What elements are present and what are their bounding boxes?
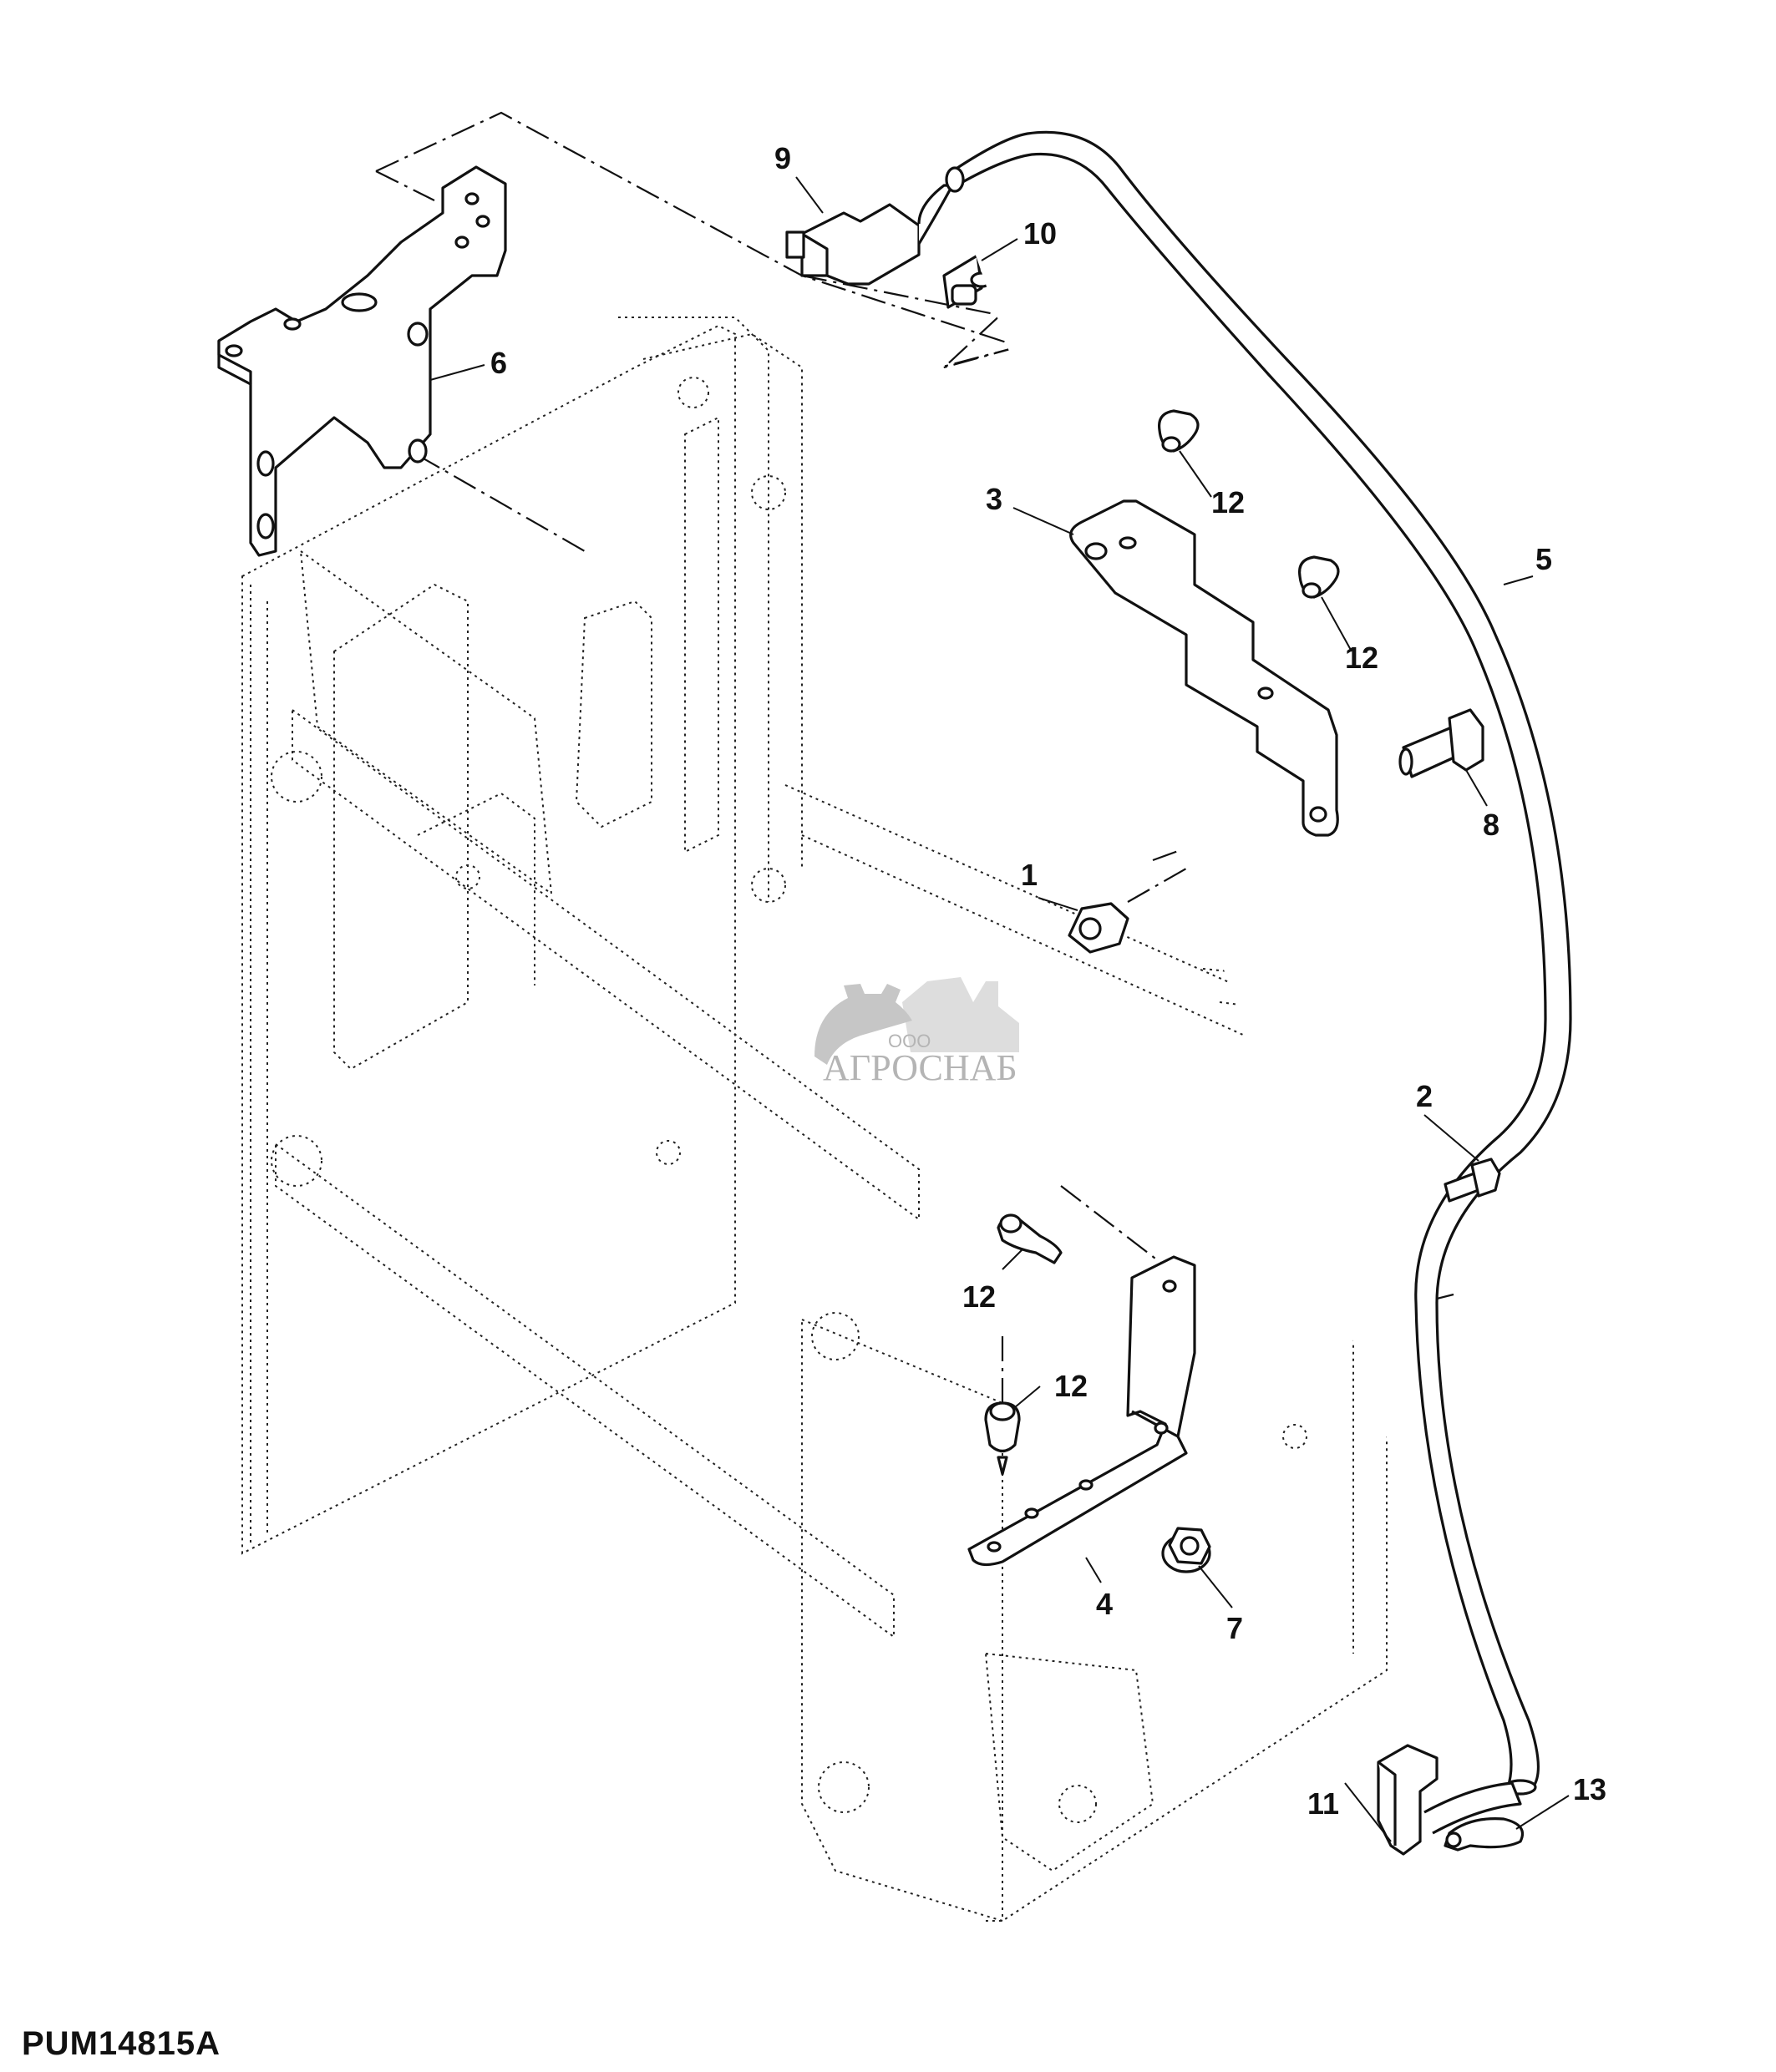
callout-7: 7 [1226, 1611, 1243, 1645]
callout-4: 4 [1096, 1587, 1113, 1621]
callout-11: 11 [1307, 1786, 1339, 1821]
callout-13: 13 [1573, 1772, 1606, 1806]
leader-lines [429, 176, 1570, 1842]
part-8-bolt[interactable] [1398, 708, 1484, 778]
watermark-logo: ООО АГРОСНАБ [814, 977, 1019, 1088]
callout-12d: 12 [1054, 1369, 1088, 1403]
callout-5: 5 [1535, 542, 1552, 576]
part-5-wiring-harness[interactable] [945, 130, 1572, 1796]
part-2-cap-screw[interactable] [1444, 1158, 1501, 1203]
part-12d-harness-clip[interactable] [984, 1401, 1021, 1476]
part-11-connector-lower[interactable] [1377, 1744, 1522, 1856]
part-12a-harness-clip[interactable] [1158, 409, 1200, 453]
part-6-mounting-plate[interactable] [217, 165, 507, 557]
watermark-prefix: ООО [888, 1031, 931, 1051]
part-13-cable-clamp[interactable] [1444, 1817, 1525, 1852]
callout-3: 3 [986, 482, 1002, 516]
callout-8: 8 [1483, 808, 1499, 842]
callout-9: 9 [774, 141, 791, 175]
watermark-name: АГРОСНАБ [823, 1047, 1017, 1088]
part-4-bracket-lower[interactable] [967, 1255, 1196, 1567]
callout-10: 10 [1023, 216, 1057, 251]
part-9-connector[interactable] [785, 184, 954, 286]
callout-12c: 12 [962, 1279, 996, 1314]
part-12b-harness-clip[interactable] [1298, 555, 1340, 599]
figure-id: PUM14815A [22, 2025, 221, 2062]
part-3-bracket-upper[interactable] [1069, 499, 1339, 837]
callout-2: 2 [1416, 1079, 1433, 1113]
callout-12b: 12 [1345, 641, 1378, 675]
part-12c-harness-clip[interactable] [997, 1213, 1063, 1264]
part-1-nut[interactable] [1068, 902, 1129, 954]
callout-1: 1 [1021, 858, 1038, 892]
callouts: 9 10 6 3 12 12 5 8 1 2 12 12 4 7 11 13 [490, 141, 1606, 1821]
callout-12a: 12 [1211, 485, 1245, 519]
part-7-flange-nut[interactable] [1161, 1527, 1211, 1573]
callout-6: 6 [490, 346, 507, 380]
